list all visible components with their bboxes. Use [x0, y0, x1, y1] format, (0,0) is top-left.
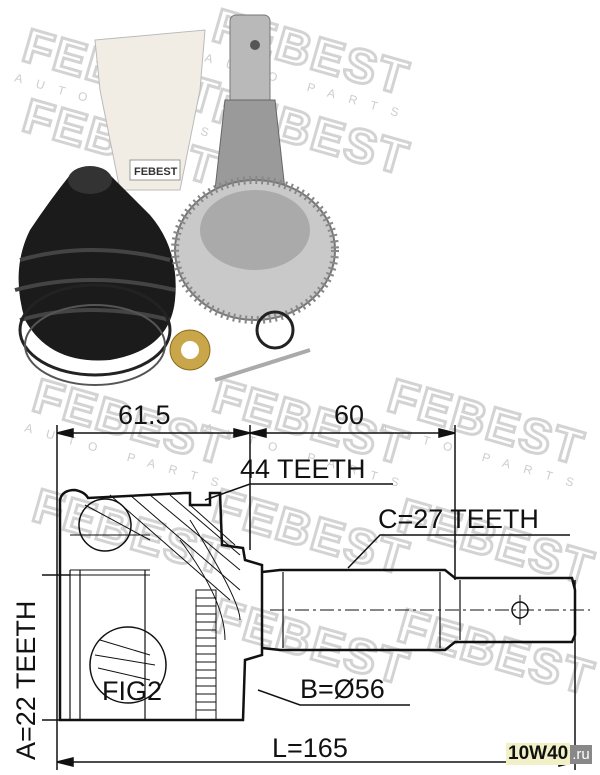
abs-teeth-label: 44 TEETH	[240, 454, 366, 484]
technical-drawing	[42, 425, 590, 770]
ball	[78, 498, 132, 552]
site-badge-tld: .ru	[570, 744, 592, 764]
housing-hatching	[84, 494, 241, 641]
fig2-label: FIG2	[102, 676, 162, 706]
dim-housing-label: 61.5	[118, 400, 171, 430]
inner-spline-label: A=22 TEETH	[11, 601, 41, 760]
outer-housing	[58, 488, 264, 722]
dimension-61-5	[56, 428, 251, 438]
total-length-label: L=165	[272, 733, 348, 763]
dim-shaft-label: 60	[334, 400, 364, 430]
seal-diameter-label: B=Ø56	[300, 674, 385, 704]
site-badge: 10W40.ru	[506, 743, 592, 765]
leader-c-teeth	[347, 534, 570, 569]
outer-spline-label: C=27 TEETH	[378, 504, 539, 534]
abs-ring	[195, 589, 217, 721]
cv-joint	[171, 14, 339, 350]
leader-44-teeth	[204, 483, 393, 501]
fig2-detail	[89, 626, 167, 704]
dimension-60	[249, 428, 456, 438]
product-photo: FEBEST	[14, 14, 339, 386]
leader-b	[257, 689, 410, 706]
shaft	[261, 568, 577, 652]
cv-boot	[14, 166, 176, 386]
castle-nut-and-pin	[169, 329, 311, 382]
svg-text:FEBEST: FEBEST	[392, 600, 600, 706]
grease-tube: FEBEST	[94, 29, 206, 191]
site-badge-name: 10W40	[506, 743, 571, 765]
svg-text:FEBEST: FEBEST	[134, 166, 178, 178]
